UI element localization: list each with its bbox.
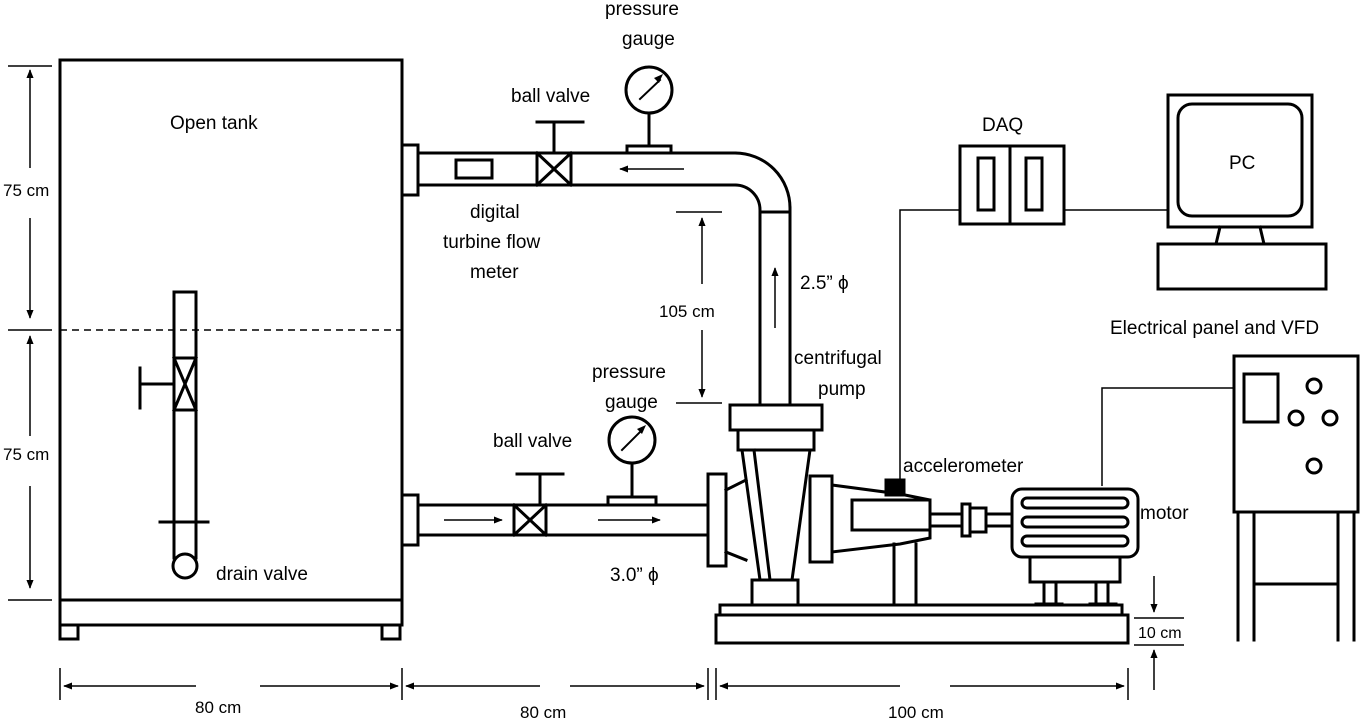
pressure-gauge-bottom: [606, 415, 658, 507]
drain-valve: [138, 290, 210, 580]
pipe-run-label: 80 cm: [520, 703, 566, 722]
bottom-dimensions: [59, 668, 1129, 700]
base-height-label: 10 cm: [1138, 625, 1182, 642]
motor-label: motor: [1140, 503, 1189, 524]
flow-meter-label-3: meter: [470, 262, 519, 283]
daq-label: DAQ: [982, 115, 1023, 136]
shaft-coupling: [928, 502, 1014, 538]
turbine-flow-meter: [454, 158, 494, 180]
ball-valve-bottom-label: ball valve: [493, 431, 572, 452]
pressure-gauge-top: [624, 65, 674, 155]
pc: [1156, 93, 1328, 291]
pressure-gauge-bottom-label-1: pressure: [592, 362, 666, 383]
pc-label: PC: [1229, 153, 1255, 174]
electrical-panel: [1232, 354, 1360, 642]
base-plate: [714, 603, 1130, 645]
ball-valve-top: [534, 120, 585, 188]
flow-meter-label-2: turbine flow: [443, 232, 540, 253]
pump-label-1: centrifugal: [794, 348, 882, 369]
base-height-dimension: [1134, 576, 1184, 690]
open-tank-label: Open tank: [170, 113, 258, 134]
daq: [958, 144, 1066, 226]
ball-valve-top-label: ball valve: [511, 86, 590, 107]
pressure-gauge-top-label-2: gauge: [622, 29, 675, 50]
lower-pipe: [416, 503, 710, 537]
motor: [1010, 487, 1140, 618]
pressure-gauge-bottom-label-2: gauge: [605, 392, 658, 413]
pipe-lower-diameter-label: 3.0” ϕ: [610, 565, 659, 586]
accelerometer-label: accelerometer: [903, 456, 1024, 477]
tank-width-label: 80 cm: [195, 698, 241, 717]
pipe-upper-diameter-label: 2.5” ϕ: [800, 273, 849, 294]
pump-base-run-label: 100 cm: [888, 703, 944, 722]
tank-height-dimension: [8, 65, 52, 601]
centrifugal-pump: [706, 403, 932, 617]
panel-label: Electrical panel and VFD: [1110, 318, 1319, 339]
drain-valve-label: drain valve: [216, 564, 308, 585]
tank-upper-height-label: 75 cm: [3, 181, 49, 200]
riser-height-dimension: [676, 211, 722, 404]
signal-wires: [895, 209, 1234, 486]
tank-lower-height-label: 75 cm: [3, 445, 49, 464]
upper-pipe: [416, 151, 792, 407]
pump-label-2: pump: [818, 379, 866, 400]
flow-meter-label-1: digital: [470, 202, 520, 223]
riser-height-label: 105 cm: [659, 302, 715, 321]
pressure-gauge-top-label-1: pressure: [605, 0, 679, 20]
ball-valve-bottom: [511, 472, 565, 538]
open-tank: [58, 58, 420, 641]
